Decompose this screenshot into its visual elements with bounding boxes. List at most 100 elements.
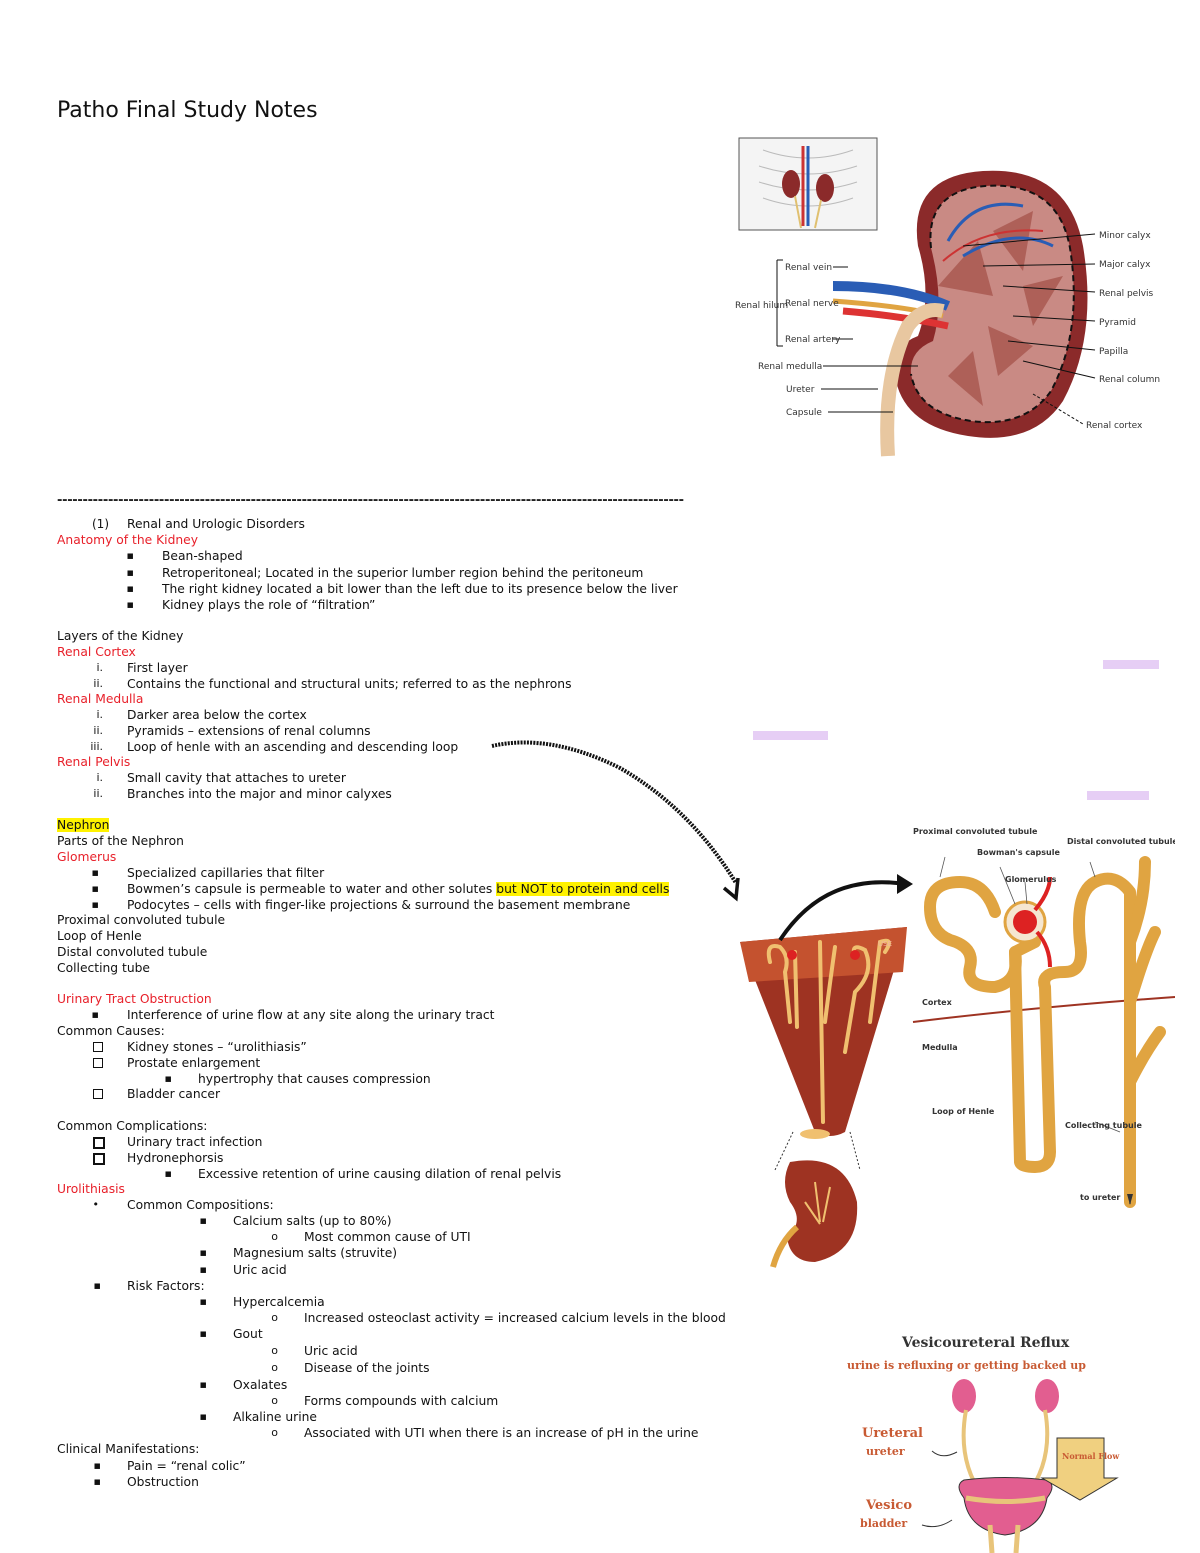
- label-ureter-hand: ureter: [866, 1445, 905, 1458]
- line-text: Urinary tract infection: [127, 1135, 263, 1149]
- line-text: Forms compounds with calcium: [304, 1394, 499, 1408]
- line-text: Retroperitoneal; Located in the superior…: [162, 566, 644, 580]
- line-text: Kidney stones – “urolithiasis”: [127, 1040, 307, 1054]
- note-line: Bladder cancer: [93, 1086, 221, 1102]
- line-text: Layers of the Kidney: [57, 629, 184, 643]
- note-line: iii. Loop of henle with an ascending and …: [90, 739, 459, 755]
- list-marker: (1): [92, 517, 109, 531]
- highlighted-text: Nephron: [57, 818, 110, 832]
- bullet-icon: ▪: [199, 1410, 207, 1423]
- line-text: The right kidney located a bit lower tha…: [162, 582, 678, 596]
- line-text: hypertrophy that causes compression: [198, 1072, 431, 1086]
- note-line: ii.Branches into the major and minor cal…: [93, 786, 391, 802]
- line-text: Darker area below the cortex: [127, 708, 307, 722]
- note-line: Distal convoluted tubule: [57, 944, 207, 960]
- line-text: Clinical Manifestations:: [57, 1442, 200, 1456]
- note-line: ▪Oxalates: [200, 1377, 288, 1393]
- note-line: ▪Podocytes – cells with finger-like proj…: [92, 897, 631, 913]
- list-marker: i.: [96, 708, 103, 721]
- heading-glomerus: Glomerus: [57, 849, 116, 865]
- line-text: Disease of the joints: [304, 1361, 430, 1375]
- checkbox-icon: [93, 1153, 105, 1165]
- label-renal-medulla: Renal medulla: [758, 362, 822, 372]
- line-text: Bladder cancer: [127, 1087, 221, 1101]
- label-collecting-tubule: Collecting tubule: [1065, 1121, 1142, 1130]
- line-text: Renal Cortex: [57, 645, 136, 659]
- bullet-icon: ▪: [91, 1008, 99, 1021]
- heading-urolithiasis: Urolithiasis: [57, 1181, 125, 1197]
- label-ureteral: Ureteral: [862, 1426, 923, 1441]
- label-renal-artery: Renal artery: [785, 335, 841, 345]
- label-glomerulus: Glomerulus: [1005, 875, 1057, 884]
- list-marker: i.: [96, 771, 103, 784]
- highlighted-text: but NOT to protein and cells: [496, 882, 670, 896]
- list-marker: ii.: [93, 677, 103, 690]
- label-capsule: Capsule: [786, 408, 822, 418]
- note-line: Common Causes:: [57, 1023, 165, 1039]
- line-text: Common Complications:: [57, 1119, 208, 1133]
- heading-renal-cortex: Renal Cortex: [57, 644, 136, 660]
- reflux-subtitle: urine is refluxing or getting backed up: [847, 1359, 1086, 1372]
- note-line: (1)Renal and Urologic Disorders: [92, 516, 305, 532]
- note-line: Loop of Henle: [57, 928, 142, 944]
- line-text: Loop of Henle: [57, 929, 142, 943]
- list-marker: i.: [96, 661, 103, 674]
- bullet-icon: o: [271, 1311, 278, 1324]
- note-line: i.Small cavity that attaches to ureter: [96, 770, 346, 786]
- note-line: Common Complications:: [57, 1118, 207, 1134]
- line-text: Loop of henle with an ascending and desc…: [127, 740, 459, 754]
- label-cortex: Cortex: [922, 998, 953, 1007]
- bullet-icon: o: [271, 1426, 278, 1439]
- line-text: Bean-shaped: [162, 549, 243, 563]
- label-pyramid: Pyramid: [1099, 318, 1136, 328]
- reflux-title: Vesicoureteral Reflux: [901, 1335, 1070, 1351]
- line-text: Most common cause of UTI: [304, 1230, 471, 1244]
- heading-obstruction: Urinary Tract Obstruction: [57, 991, 212, 1007]
- line-text: Hydronephorsis: [127, 1151, 224, 1165]
- checkbox-icon: [93, 1137, 105, 1149]
- checkbox-icon: [93, 1042, 103, 1052]
- note-line: Proximal convoluted tubule: [57, 912, 225, 928]
- line-text: Hypercalcemia: [233, 1295, 325, 1309]
- list-marker: iii.: [90, 740, 103, 753]
- label-bowmans-capsule: Bowman's capsule: [977, 848, 1060, 857]
- bullet-icon: o: [271, 1361, 278, 1374]
- highlight-mark: [1103, 660, 1159, 669]
- note-line: Urinary tract infection: [93, 1134, 263, 1150]
- label-bladder: bladder: [860, 1517, 907, 1530]
- heading-layers: Layers of the Kidney: [57, 628, 183, 644]
- note-line: ii.Contains the functional and structura…: [93, 676, 571, 692]
- line-text: Renal Pelvis: [57, 755, 131, 769]
- line-text: Proximal convoluted tubule: [57, 913, 226, 927]
- note-line: ▪ Specialized capillaries that filter: [92, 865, 325, 881]
- bullet-icon: ▪: [91, 866, 99, 879]
- kidney-anatomy-figure: Minor calyx Major calyx Renal pelvis Pyr…: [735, 137, 1160, 457]
- line-text: Pyramids – extensions of renal columns: [127, 724, 371, 738]
- label-renal-nerve: Renal nerve: [785, 299, 839, 309]
- label-vesico: Vesico: [865, 1498, 912, 1513]
- reflux-figure: Vesicoureteral Reflux urine is refluxing…: [847, 1335, 1120, 1553]
- bullet-icon: ▪: [93, 1475, 101, 1488]
- note-line: Kidney stones – “urolithiasis”: [93, 1039, 307, 1055]
- bullet-icon: ▪: [91, 882, 99, 895]
- line-text: Common Compositions:: [127, 1198, 274, 1212]
- heading-renal-medulla: Renal Medulla: [57, 691, 143, 707]
- nephron-figure: USE Proximal convo: [740, 827, 1175, 1268]
- note-line: ▪Obstruction: [94, 1474, 199, 1490]
- label-papilla: Papilla: [1099, 347, 1128, 357]
- checkbox-icon: [93, 1058, 103, 1068]
- note-line: ii.Pyramids – extensions of renal column…: [93, 723, 371, 739]
- bullet-icon: ▪: [126, 598, 134, 611]
- note-line: Clinical Manifestations:: [57, 1441, 199, 1457]
- line-text: Risk Factors:: [127, 1279, 205, 1293]
- line-text: Glomerus: [57, 850, 117, 864]
- label-renal-hilum: Renal hilum: [735, 301, 788, 311]
- line-text: Kidney plays the role of “filtration”: [162, 598, 376, 612]
- line-text: Excessive retention of urine causing dil…: [198, 1167, 562, 1181]
- line-text: Specialized capillaries that filter: [127, 866, 325, 880]
- label-ureter: Ureter: [786, 385, 815, 395]
- bullet-icon: ▪: [126, 566, 134, 579]
- line-text: First layer: [127, 661, 188, 675]
